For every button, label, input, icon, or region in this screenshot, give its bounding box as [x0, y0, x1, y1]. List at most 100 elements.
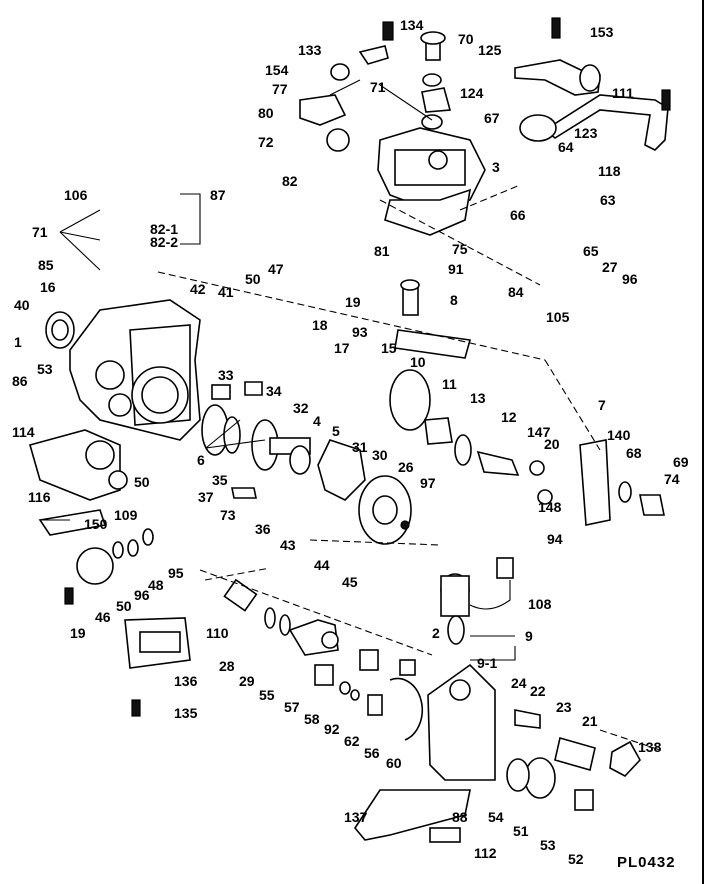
callout-label: 64 — [558, 139, 574, 155]
callout-label: 137 — [344, 809, 368, 825]
plunger-assembly — [389, 279, 665, 526]
callout-label: 62 — [344, 733, 360, 749]
callout-label: 123 — [574, 125, 598, 141]
callout-label: 109 — [114, 507, 138, 523]
callout-label: 20 — [544, 436, 560, 452]
callout-label: 65 — [583, 243, 599, 259]
reference-lines — [157, 184, 661, 751]
callout-label: 6 — [197, 452, 205, 468]
callout-label: 32 — [293, 400, 309, 416]
callout-label: 150 — [84, 516, 108, 532]
callout-label: 12 — [501, 409, 517, 425]
callout-label: 5 — [332, 423, 340, 439]
callout-label: 106 — [64, 187, 88, 203]
callout-label: 57 — [284, 699, 300, 715]
callout-label: 75 — [452, 241, 468, 257]
callout-label: 51 — [513, 823, 529, 839]
callout-label: 31 — [352, 439, 368, 455]
callout-label: 35 — [212, 472, 228, 488]
callout-label: 33 — [218, 367, 234, 383]
callout-label: 42 — [190, 281, 206, 297]
callout-label: 147 — [527, 424, 551, 440]
callout-label: 136 — [174, 673, 198, 689]
callout-label: 53 — [37, 361, 53, 377]
callout-label: 105 — [546, 309, 570, 325]
callout-label: 18 — [312, 317, 328, 333]
callout-label: 67 — [484, 110, 500, 126]
callout-label: 23 — [556, 699, 572, 715]
callout-label: 88 — [452, 809, 468, 825]
callout-label: 10 — [410, 354, 426, 370]
callout-label: 16 — [40, 279, 56, 295]
callout-label: 13 — [470, 390, 486, 406]
callout-label: 82-2 — [150, 234, 179, 250]
callout-label: 11 — [442, 376, 457, 392]
callout-label: 29 — [239, 673, 255, 689]
callout-label: 30 — [372, 447, 388, 463]
callout-label: 148 — [538, 499, 562, 515]
callout-label: 114 — [12, 424, 35, 440]
callout-label: 153 — [590, 24, 614, 40]
callout-label: 9 — [525, 628, 533, 644]
callout-label: 71 — [370, 79, 386, 95]
callout-label: 82 — [282, 173, 298, 189]
callout-label: 48 — [148, 577, 164, 593]
callout-label: 118 — [598, 163, 621, 179]
callout-label: 116 — [28, 489, 51, 505]
callout-label: 72 — [258, 134, 274, 150]
callout-label: 140 — [607, 427, 631, 443]
pump-housing — [45, 299, 201, 441]
callout-label: 21 — [582, 713, 598, 729]
callout-label: 50 — [116, 598, 132, 614]
callout-label: 55 — [259, 687, 275, 703]
callout-label: 19 — [70, 625, 86, 641]
callout-label: 124 — [460, 85, 484, 101]
callout-label: 41 — [218, 284, 234, 300]
callout-label: 133 — [298, 42, 322, 58]
callout-label: 26 — [398, 459, 414, 475]
callout-label: 80 — [258, 105, 274, 121]
callout-label: 73 — [220, 507, 236, 523]
callout-label: 22 — [530, 683, 546, 699]
callout-label: 45 — [342, 574, 358, 590]
callout-label: 81 — [374, 243, 390, 259]
callout-label: 94 — [547, 531, 563, 547]
callout-label: 28 — [219, 658, 235, 674]
callout-label: 96 — [134, 587, 150, 603]
callout-label: 71 — [32, 224, 48, 240]
callout-label: 85 — [38, 257, 54, 273]
callout-label: 154 — [265, 62, 289, 78]
callout-label: 15 — [381, 340, 397, 356]
callout-label: 87 — [210, 187, 226, 203]
callout-label: 8 — [450, 292, 458, 308]
lower-left-parts — [29, 429, 191, 717]
callout-label: 24 — [511, 675, 527, 691]
callout-label: 91 — [448, 261, 464, 277]
callout-label: 93 — [352, 324, 368, 340]
callout-label: 77 — [272, 81, 288, 97]
callout-label: 92 — [324, 721, 340, 737]
diagram-code: PL0432 — [617, 854, 676, 871]
callout-label: 70 — [458, 31, 474, 47]
callout-label: 27 — [602, 259, 618, 275]
callout-label: 111 — [612, 85, 634, 101]
governor-assembly — [299, 21, 486, 236]
callout-label: 68 — [626, 445, 642, 461]
callout-label: 97 — [420, 475, 436, 491]
callout-label: 82-1 — [150, 221, 179, 237]
callout-label: 19 — [345, 294, 361, 310]
callout-label: 7 — [598, 397, 606, 413]
callout-label: 60 — [386, 755, 402, 771]
callout-label: 9-1 — [477, 655, 498, 671]
callout-label: 66 — [510, 207, 526, 223]
callout-label: 36 — [255, 521, 271, 537]
middle-lower-parts — [223, 578, 424, 741]
callout-label: 46 — [95, 609, 111, 625]
callout-label: 1 — [14, 334, 22, 350]
head-assembly — [354, 557, 641, 843]
callout-label: 52 — [568, 851, 584, 867]
callout-label: 86 — [12, 373, 28, 389]
callout-label: 125 — [478, 42, 502, 58]
